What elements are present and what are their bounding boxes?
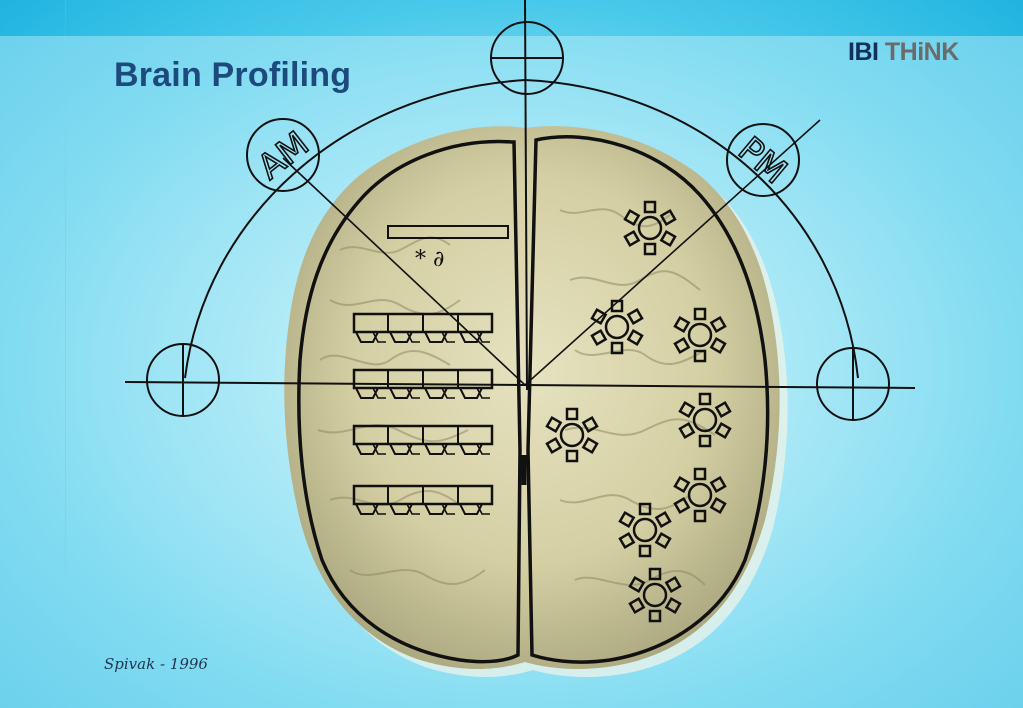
horizontal-axis — [124, 381, 916, 389]
right-hemisphere-outline — [526, 135, 770, 664]
slide-left-rule — [65, 0, 66, 580]
brain-gyri-texture — [317, 208, 716, 586]
left-crosshair-icon — [146, 343, 220, 417]
vertical-axis — [524, 0, 528, 391]
top-crosshair-icon — [490, 21, 564, 95]
author-credit: Spivak - 1996 — [104, 655, 208, 673]
pm-circle — [726, 123, 800, 197]
left-hemisphere-outline — [297, 139, 522, 664]
slide-title: Brain Profiling — [114, 56, 352, 94]
logo-part-ibi: IBI — [848, 38, 879, 66]
left-symbols: * ∂ — [415, 247, 444, 272]
ibi-think-logo: IBI THiNK — [848, 38, 959, 67]
right-crosshair-icon — [816, 347, 890, 421]
logo-part-think: THiNK — [884, 38, 959, 66]
left-diagonal-axis — [282, 157, 526, 386]
right-diagonal-axis — [524, 119, 821, 386]
am-circle — [246, 118, 320, 192]
planning-bar — [387, 225, 509, 239]
